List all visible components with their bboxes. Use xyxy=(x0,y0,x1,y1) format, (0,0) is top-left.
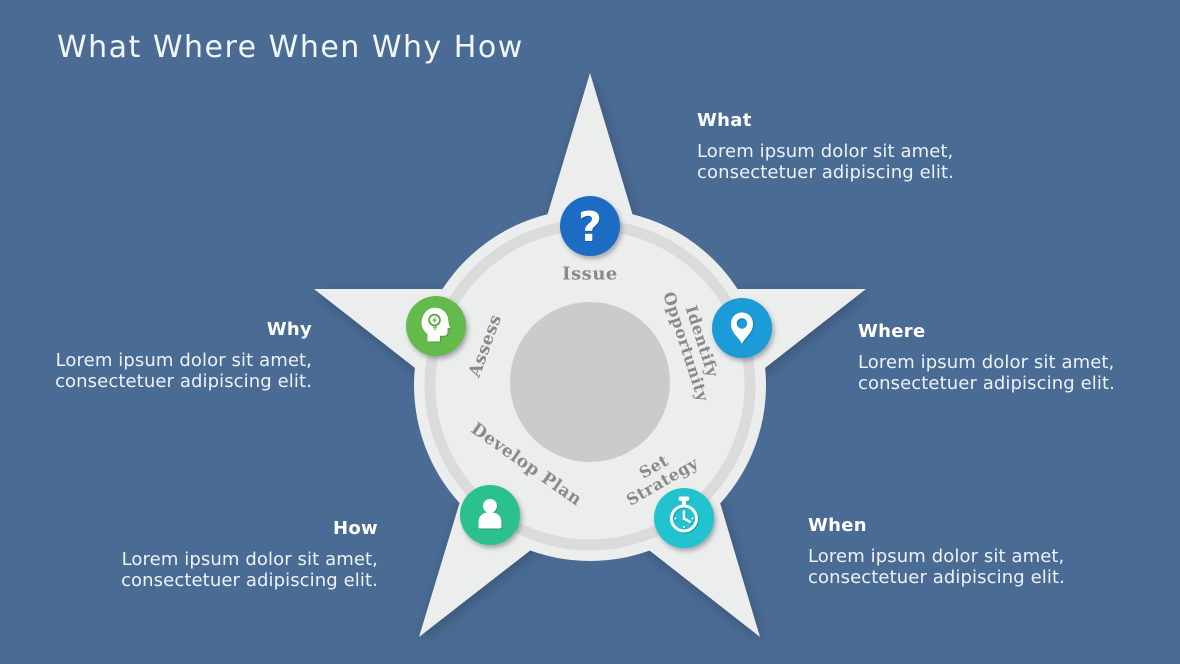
stopwatch-icon xyxy=(670,496,698,533)
section-where-heading: Where xyxy=(858,321,926,342)
section-why-heading: Why xyxy=(266,319,312,340)
person-icon xyxy=(478,499,502,529)
section-what-body: Lorem ipsum dolor sit amet, consectetuer… xyxy=(697,141,954,183)
section-why-body: Lorem ipsum dolor sit amet, consectetuer… xyxy=(55,350,312,392)
section-how: How Lorem ipsum dolor sit amet, consecte… xyxy=(88,518,378,591)
section-where-body: Lorem ipsum dolor sit amet, consectetuer… xyxy=(858,352,1115,394)
page-title: What Where When Why How xyxy=(57,30,524,65)
wheel-label-issue: Issue xyxy=(562,263,618,285)
wheel-hub xyxy=(510,302,670,462)
section-how-heading: How xyxy=(333,518,378,539)
section-how-body: Lorem ipsum dolor sit amet, consectetuer… xyxy=(121,549,378,591)
identify-icon-circle xyxy=(712,298,772,358)
location-pin-icon xyxy=(731,312,753,344)
section-when-body: Lorem ipsum dolor sit amet, consectetuer… xyxy=(808,546,1065,588)
section-why: Why Lorem ipsum dolor sit amet, consecte… xyxy=(22,319,312,392)
head-lightbulb-icon xyxy=(421,307,451,342)
section-what: What Lorem ipsum dolor sit amet, consect… xyxy=(697,110,997,183)
issue-icon-circle xyxy=(560,196,620,256)
section-when: When Lorem ipsum dolor sit amet, consect… xyxy=(808,515,1108,588)
section-where: Where Lorem ipsum dolor sit amet, consec… xyxy=(858,321,1158,394)
section-what-heading: What xyxy=(697,110,752,131)
question-mark-icon: ? xyxy=(578,203,602,251)
section-when-heading: When xyxy=(808,515,867,536)
